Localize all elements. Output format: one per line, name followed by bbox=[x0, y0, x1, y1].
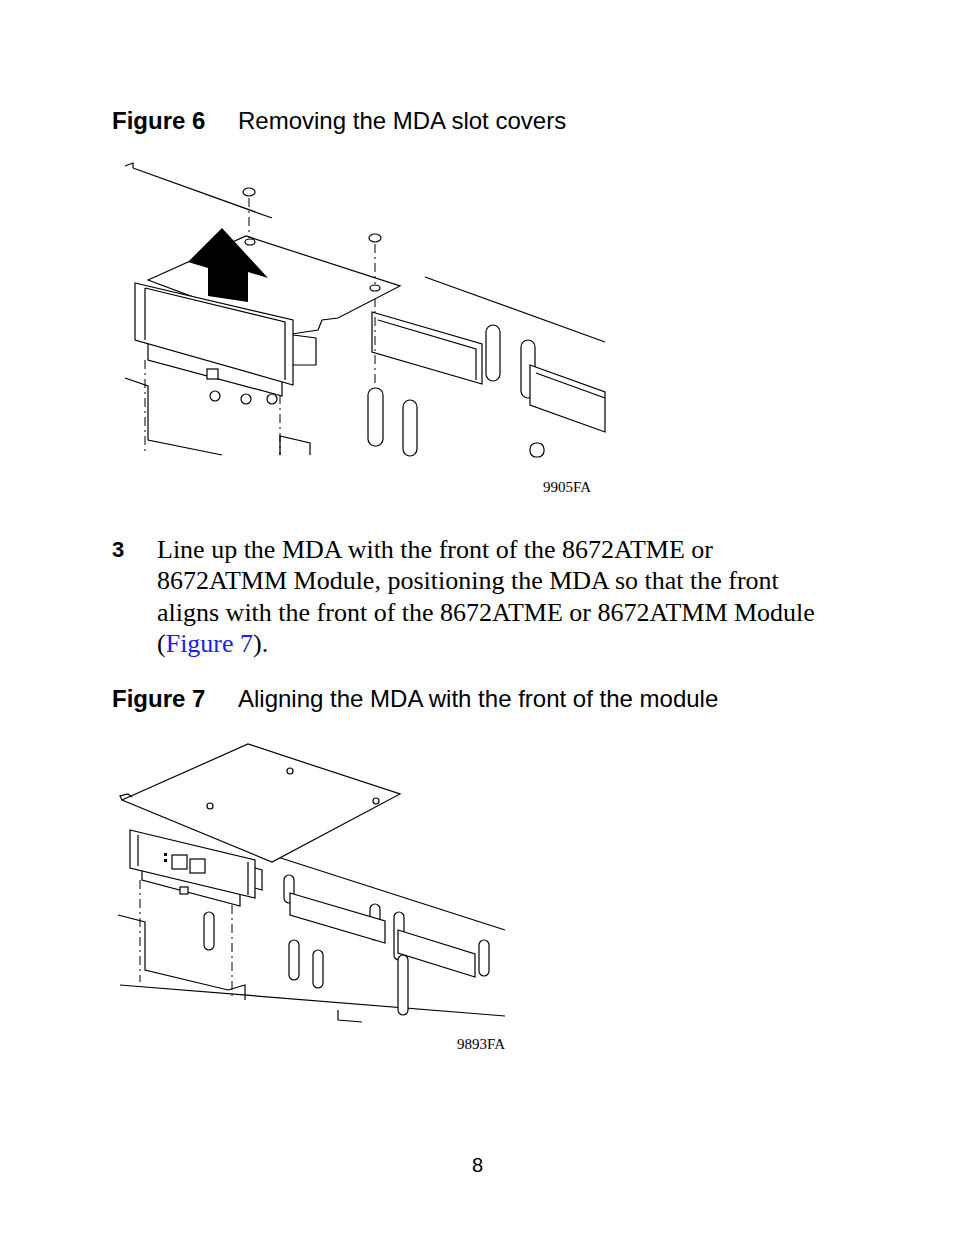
standoff bbox=[403, 400, 417, 456]
step-number: 3 bbox=[112, 534, 124, 565]
mda-face bbox=[130, 830, 255, 898]
mda-connector bbox=[398, 930, 475, 977]
figure-6-art bbox=[125, 163, 605, 457]
screw-hole bbox=[287, 768, 293, 774]
standoff bbox=[313, 950, 323, 988]
step-paragraph: Line up the MDA with the front of the 86… bbox=[157, 534, 847, 659]
lift-arrow bbox=[188, 228, 268, 302]
standoff bbox=[486, 325, 500, 381]
screw-hole bbox=[207, 803, 213, 809]
mda-connector bbox=[290, 893, 385, 943]
standoff bbox=[479, 940, 489, 976]
screw bbox=[243, 188, 255, 196]
slot-cover-face bbox=[135, 283, 293, 385]
figure-number: Figure 7 bbox=[112, 684, 205, 713]
step-text: ). bbox=[253, 629, 268, 658]
mda-connector bbox=[530, 365, 605, 432]
screw bbox=[369, 234, 381, 242]
mda-connector-edge bbox=[378, 320, 476, 380]
screw-hole bbox=[245, 239, 255, 245]
figure-7-art bbox=[118, 744, 505, 1022]
figure-number: Figure 6 bbox=[112, 106, 205, 135]
slot-cover-foot bbox=[210, 391, 220, 401]
figure-caption: Aligning the MDA with the front of the m… bbox=[238, 684, 718, 713]
mda-connector bbox=[372, 312, 482, 384]
slot-cover-foot bbox=[241, 394, 251, 404]
figure-id: 9905FA bbox=[543, 478, 591, 496]
mda-connector-edge bbox=[536, 373, 605, 398]
screw-hole bbox=[370, 285, 380, 291]
page-number: 8 bbox=[472, 1153, 483, 1177]
led bbox=[164, 853, 167, 856]
mda-face-edge bbox=[138, 835, 262, 895]
standoff bbox=[530, 443, 544, 457]
figure-link: Figure 7 bbox=[166, 629, 253, 658]
board-edge bbox=[125, 163, 605, 455]
figure-id: 9893FA bbox=[457, 1035, 505, 1053]
standoff bbox=[289, 940, 299, 980]
slot-cover-latch bbox=[207, 369, 218, 379]
port bbox=[190, 859, 205, 873]
standoff bbox=[398, 955, 408, 1015]
figure-caption: Removing the MDA slot covers bbox=[238, 106, 566, 135]
screw-axis bbox=[249, 198, 375, 284]
standoff bbox=[204, 912, 214, 950]
mda-latch bbox=[180, 887, 188, 894]
mda-board-notch bbox=[120, 794, 132, 800]
standoff bbox=[368, 388, 383, 446]
led bbox=[164, 859, 167, 862]
port bbox=[172, 855, 187, 869]
slot-cover-foot bbox=[267, 394, 277, 404]
screw-hole bbox=[373, 798, 379, 804]
slot-cover-face-edge bbox=[145, 288, 316, 380]
